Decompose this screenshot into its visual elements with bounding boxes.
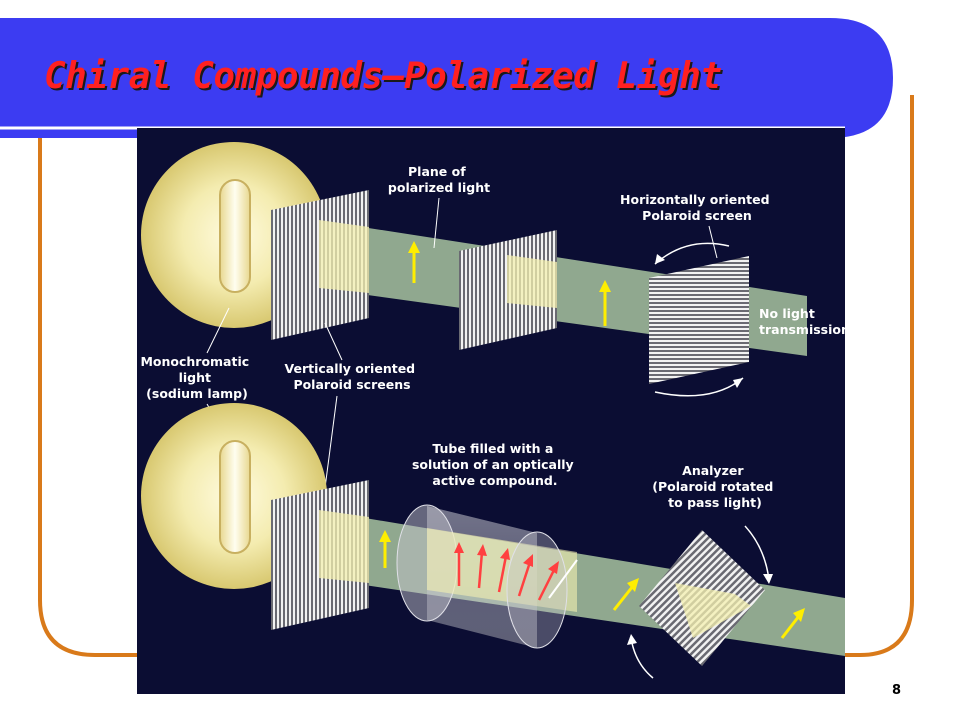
polaroid-screen-vertical-1-light (319, 220, 369, 293)
rotation-arc-top-head (655, 254, 665, 264)
polaroid-screen-horizontal (649, 256, 749, 384)
tube-light (427, 528, 577, 612)
header-band (0, 18, 893, 138)
label-tube: Tube filled with a solution of an optica… (412, 441, 578, 488)
lamp-top-bulb (219, 179, 251, 293)
arrow-bottom-2 (612, 585, 635, 611)
label-analyzer: Analyzer (Polaroid rotated to pass light… (652, 463, 777, 510)
leader-monochromatic-top (206, 307, 230, 354)
label-vertical-screens: Vertically oriented Polaroid screens (285, 361, 420, 392)
arrow-top-2-head (599, 280, 611, 292)
leader-horizontal-screen (708, 225, 718, 259)
rotation-arc-bottom-head (733, 378, 743, 388)
analyzer-arc-bottom-head (627, 634, 637, 645)
page-number: 8 (892, 683, 902, 698)
rotation-arrow-5-head (548, 561, 559, 574)
polarized-light-diagram: Plane of polarized light Horizontally or… (137, 128, 845, 694)
tube-end-right (506, 531, 568, 649)
label-monochromatic: Monochromatic light (sodium lamp) (140, 354, 253, 401)
analyzer-arc-top-head (763, 574, 773, 584)
lamp-bottom-bulb (219, 440, 251, 554)
arrow-bottom-2-head (627, 578, 639, 592)
label-plane: Plane of polarized light (388, 164, 490, 195)
slide-title: Chiral Compounds—Polarized Light (44, 56, 722, 97)
analyzer-light (675, 583, 751, 638)
leader-vertical-screens-top (324, 322, 343, 361)
leader-vertical-screens-bottom (324, 395, 338, 489)
arrow-top-1-head (408, 241, 420, 253)
leader-plane (433, 197, 440, 249)
rotation-arrow-3-head (500, 548, 510, 560)
rotation-arrow-2 (477, 551, 484, 589)
rotation-arrow-5 (537, 567, 557, 601)
arrow-bottom-3-head (793, 608, 805, 622)
rotation-arrow-4 (517, 561, 532, 597)
label-no-light: No light transmission (759, 306, 845, 337)
tube-exit-line (548, 559, 578, 599)
rotation-arrow-2-head (477, 544, 487, 556)
rotation-arrow-1-head (454, 542, 464, 553)
rotation-arrow-3 (497, 555, 508, 593)
arrow-bottom-1-head (379, 530, 391, 542)
label-horizontal-screen: Horizontally oriented Polaroid screen (620, 192, 774, 223)
rotation-arrow-4-head (523, 554, 533, 567)
optical-rotation-arrows (454, 542, 559, 601)
polaroid-screen-vertical-2-light (507, 255, 557, 308)
arrow-bottom-3 (780, 615, 801, 639)
polaroid-screen-vertical-3-light (319, 510, 369, 583)
